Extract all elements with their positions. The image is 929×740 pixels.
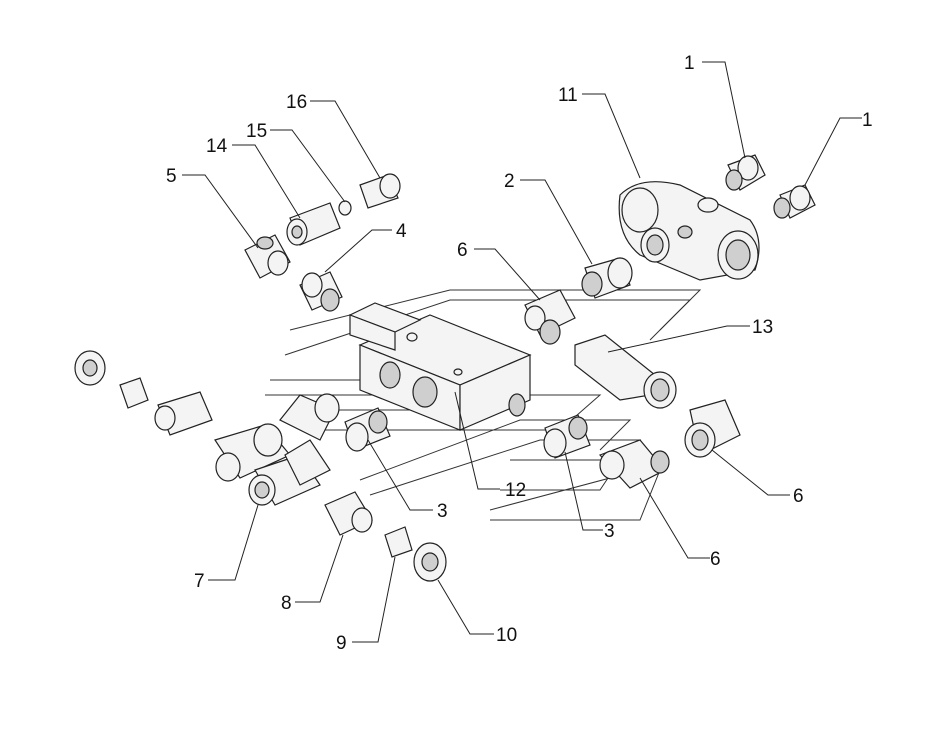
callout-13: 13: [752, 317, 773, 338]
callout-2: 2: [504, 171, 515, 192]
valve-body: [618, 181, 760, 281]
leader-lines: [182, 61, 862, 643]
fitting-14: [286, 202, 341, 246]
callout-7: 7: [194, 571, 205, 592]
callout-6-upper: 6: [457, 240, 468, 261]
callout-10: 10: [496, 625, 517, 646]
sleeve-top-left: [119, 377, 149, 409]
callout-9: 9: [336, 633, 347, 654]
callout-1-upper: 1: [684, 53, 695, 74]
nut-10: [413, 542, 447, 582]
fitting-4: [299, 271, 343, 312]
fitting-3-right: [543, 414, 591, 459]
sleeve-9: [384, 526, 413, 558]
fitting-3-left: [344, 407, 391, 452]
elbow-5: [244, 234, 291, 279]
callout-11: 11: [558, 85, 578, 106]
fitting-1-upper: [725, 154, 766, 191]
nut-top-left: [74, 350, 106, 386]
callout-16: 16: [286, 92, 307, 113]
callout-6-right: 6: [793, 486, 804, 507]
fitting-1-right: [773, 184, 816, 219]
callout-5: 5: [166, 166, 177, 187]
nut-8: [324, 491, 373, 536]
callout-6-lower: 6: [710, 549, 721, 570]
callout-3-left: 3: [437, 501, 448, 522]
tube-13: [574, 334, 677, 409]
callout-8: 8: [281, 593, 292, 614]
callout-14: 14: [206, 136, 228, 157]
elbow-6-right: [684, 399, 741, 458]
callout-4: 4: [396, 221, 407, 242]
callout-15: 15: [246, 121, 267, 142]
tee-fitting: [214, 393, 340, 482]
fitting-16: [359, 173, 401, 209]
elbow-6-upper: [524, 289, 576, 345]
elbow-6-lower: [598, 439, 670, 489]
callout-labels: 1 1 11 16 15 14 5 4 2 6 13 12 3 3 6 6 7 …: [166, 53, 873, 654]
washer-15: [338, 200, 352, 216]
fitting-top-left: [154, 391, 213, 436]
fitting-2: [581, 257, 633, 299]
callout-12: 12: [505, 480, 526, 501]
callout-3-right: 3: [604, 521, 615, 542]
tee-7: [248, 439, 331, 506]
callout-1-right: 1: [862, 110, 873, 131]
